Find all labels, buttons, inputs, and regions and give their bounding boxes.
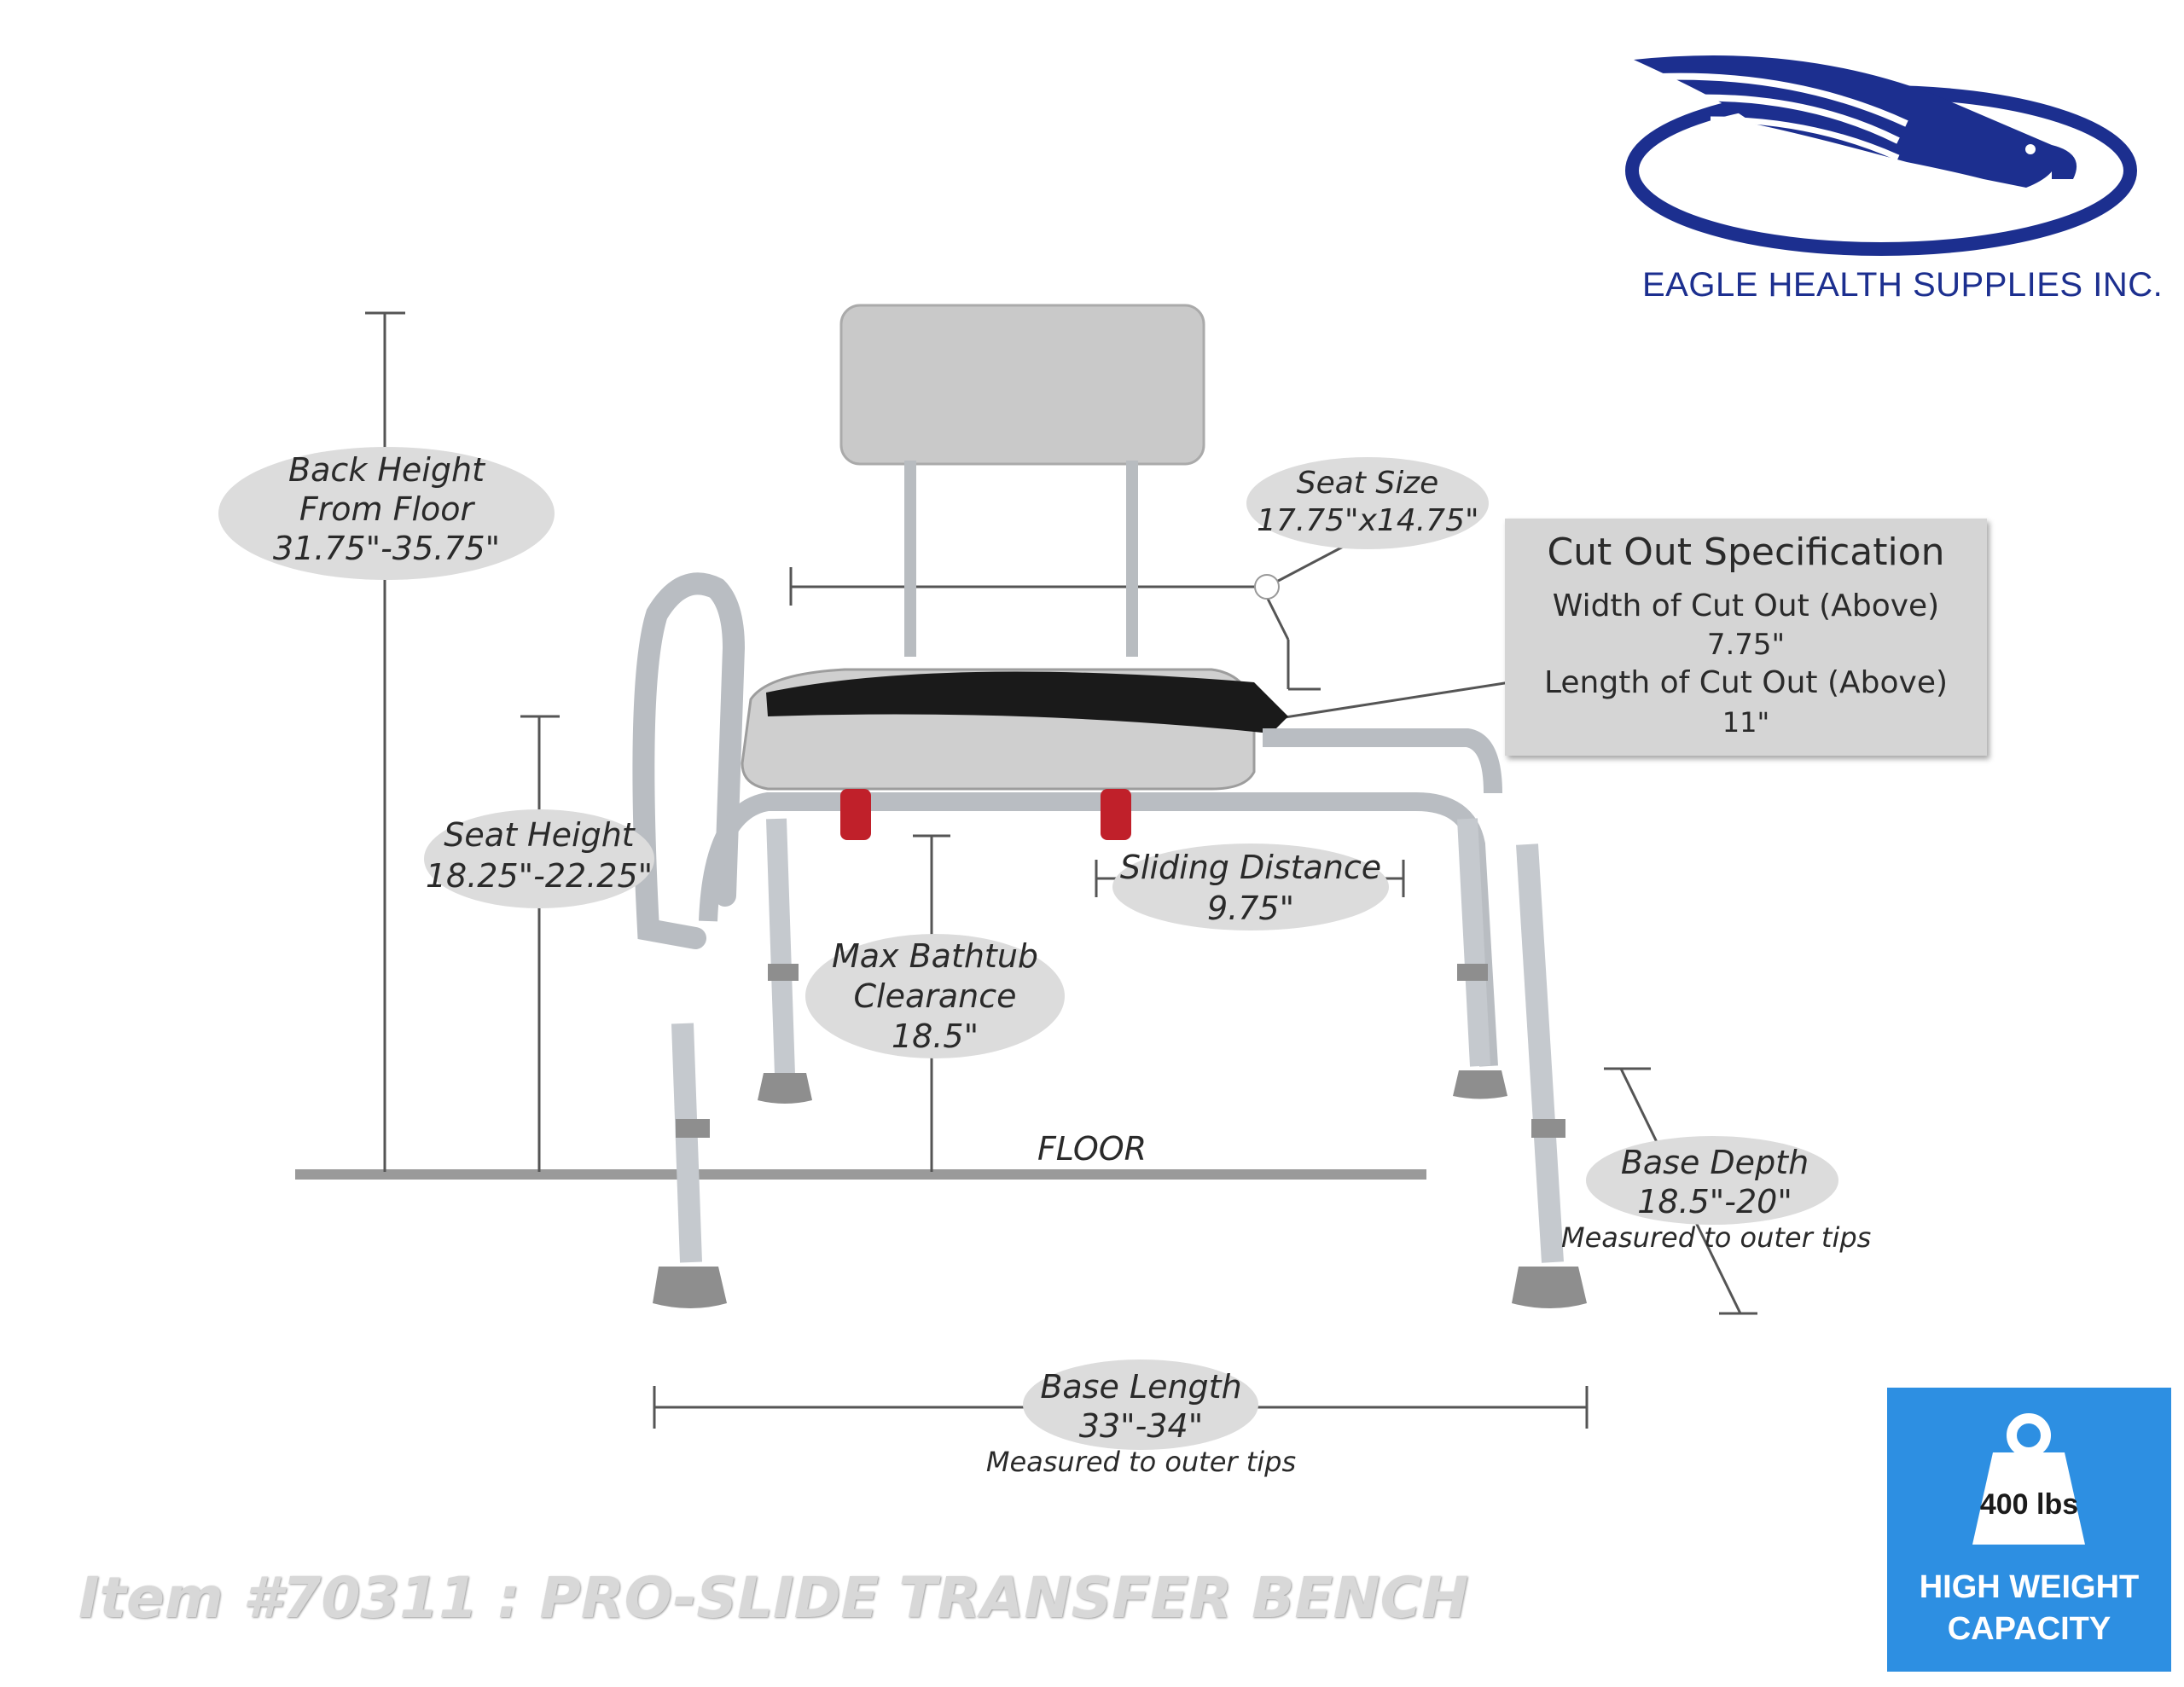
back-height-label: Back Height From Floor 31.75"-35.75" <box>241 450 531 568</box>
cut-out-spec-box: Cut Out Specification Width of Cut Out (… <box>1505 519 1987 756</box>
weight-capacity-badge: 400 lbs HIGH WEIGHT CAPACITY <box>1887 1388 2171 1672</box>
sliding-distance-title: Sliding Distance <box>1119 849 1382 886</box>
cut-out-length-label: Length of Cut Out (Above) <box>1543 665 1949 700</box>
base-length-value: 33"-34" <box>1078 1407 1204 1445</box>
weight-value: 400 lbs <box>1979 1488 2079 1521</box>
sliding-distance-label: Sliding Distance 9.75" <box>1114 847 1387 929</box>
seat-size-marker <box>1254 574 1280 600</box>
bathtub-clearance-label: Max Bathtub Clearance 18.5" <box>807 936 1063 1057</box>
bathtub-clearance-title-2: Clearance <box>853 977 1017 1015</box>
cut-out-title: Cut Out Specification <box>1547 530 1945 574</box>
cut-out-width-label: Width of Cut Out (Above) <box>1552 588 1940 623</box>
badge-line-2: CAPACITY <box>1947 1611 2111 1647</box>
floor-line <box>295 1169 1426 1180</box>
seat-size-label: Seat Size 17.75"x14.75" <box>1257 465 1479 540</box>
base-length-title: Base Length <box>1040 1368 1242 1406</box>
item-title: Item #70311 : PRO-SLIDE TRANSFER BENCH <box>78 1565 1469 1631</box>
backrest <box>839 304 1205 466</box>
base-depth-label: Base Depth 18.5"-20" Measured to outer t… <box>1561 1143 1872 1254</box>
cut-out-length-value: 11" <box>1722 706 1770 739</box>
base-length-note: Measured to outer tips <box>985 1446 1297 1478</box>
seat-size-title: Seat Size <box>1296 466 1439 501</box>
seat-size-value: 17.75"x14.75" <box>1257 503 1479 538</box>
weight-icon <box>1972 1413 2085 1545</box>
bathtub-clearance-title: Max Bathtub <box>831 937 1039 975</box>
seat-height-title: Seat Height <box>444 816 635 854</box>
side-handle <box>632 572 746 949</box>
bathtub-clearance-value: 18.5" <box>891 1017 979 1055</box>
sliding-distance-value: 9.75" <box>1206 890 1295 927</box>
slide-lever-left <box>840 789 871 840</box>
back-height-value: 31.75"-35.75" <box>272 530 501 567</box>
floor-label: FLOOR <box>1037 1130 1147 1168</box>
eagle-logo-icon <box>1625 55 2137 256</box>
slide-lever-right <box>1101 789 1131 840</box>
cut-out-width-value: 7.75" <box>1706 628 1786 662</box>
seat-height-label: Seat Height 18.25"-22.25" <box>415 815 663 896</box>
base-depth-note: Measured to outer tips <box>1561 1221 1872 1254</box>
back-height-title-2: From Floor <box>299 490 474 528</box>
label-bubbles <box>218 447 1838 1450</box>
badge-line-1: HIGH WEIGHT <box>1919 1569 2140 1605</box>
seat-belt <box>766 671 1288 733</box>
base-depth-title: Base Depth <box>1620 1144 1809 1181</box>
base-length-label: Base Length 33"-34" Measured to outer ti… <box>973 1367 1310 1478</box>
back-height-title: Back Height <box>288 451 485 489</box>
base-depth-value: 18.5"-20" <box>1637 1183 1792 1220</box>
seat-height-value: 18.25"-22.25" <box>425 857 653 895</box>
brand-name: EAGLE HEALTH SUPPLIES INC. <box>1642 266 2164 304</box>
